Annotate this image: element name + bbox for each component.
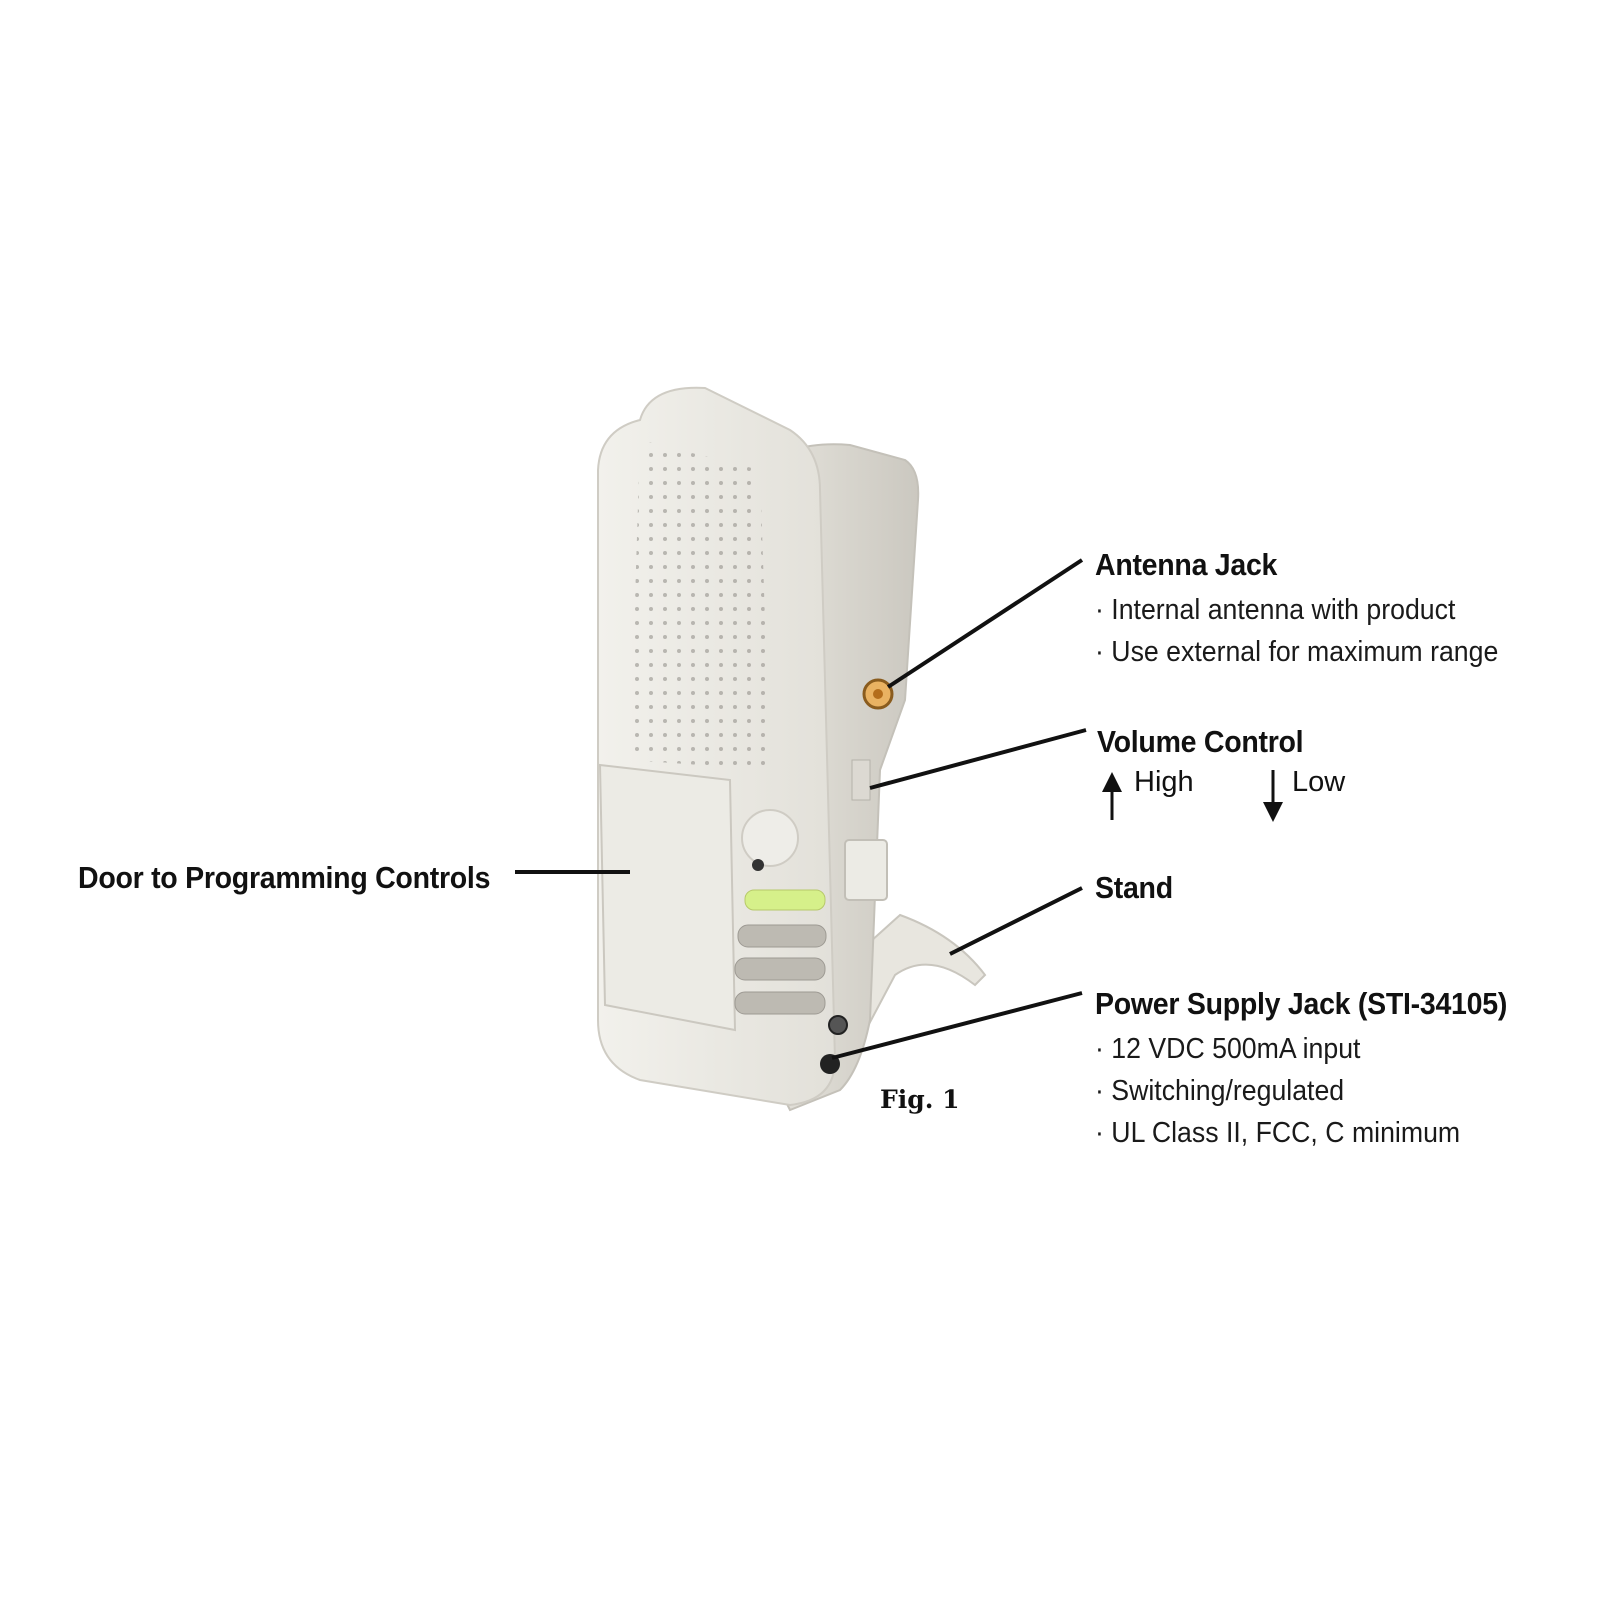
antenna-jack-title: Antenna Jack bbox=[1095, 547, 1278, 582]
power-bullet-1: · 12 VDC 500mA input bbox=[1095, 1033, 1361, 1065]
leader-volume bbox=[869, 728, 1087, 790]
vent-slot bbox=[734, 957, 826, 981]
callout-volume: Volume Control High Low bbox=[1097, 722, 1397, 812]
callout-stand: Stand bbox=[1095, 868, 1180, 908]
antenna-jack-center bbox=[873, 689, 883, 699]
leader-power bbox=[831, 991, 1083, 1060]
indicator-dot bbox=[752, 859, 764, 871]
round-button bbox=[741, 809, 799, 867]
speaker-grille bbox=[630, 440, 770, 770]
power-supply-title: Power Supply Jack (STI-34105) bbox=[1095, 986, 1508, 1021]
antenna-bullet-1: · Internal antenna with product bbox=[1095, 594, 1456, 626]
leader-stand bbox=[949, 886, 1083, 956]
door-title: Door to Programming Controls bbox=[78, 860, 491, 895]
down-arrow-icon bbox=[1263, 770, 1283, 822]
led-bar bbox=[744, 889, 826, 911]
volume-control-title: Volume Control bbox=[1097, 724, 1304, 759]
callout-power: Power Supply Jack (STI-34105) · 12 VDC 5… bbox=[1095, 984, 1543, 1154]
up-arrow-icon bbox=[1102, 772, 1122, 820]
vent-slot bbox=[734, 991, 826, 1015]
volume-direction-row: High Low bbox=[1097, 762, 1397, 812]
power-bullet-2: · Switching/regulated bbox=[1095, 1075, 1345, 1107]
stand-clip bbox=[844, 839, 888, 901]
figure-label: Fig. 1 bbox=[880, 1085, 960, 1114]
callout-antenna: Antenna Jack · Internal antenna with pro… bbox=[1095, 545, 1533, 673]
callout-door: Door to Programming Controls bbox=[78, 858, 526, 898]
vent-slot bbox=[737, 924, 827, 948]
programming-door bbox=[598, 763, 737, 1032]
stand-title: Stand bbox=[1095, 870, 1173, 905]
volume-low-label: Low bbox=[1292, 766, 1346, 798]
antenna-bullet-2: · Use external for maximum range bbox=[1095, 636, 1499, 668]
volume-high-label: High bbox=[1134, 766, 1194, 798]
power-bullet-3: · UL Class II, FCC, C minimum bbox=[1095, 1117, 1461, 1149]
leader-antenna bbox=[886, 558, 1084, 689]
power-jack-upper bbox=[828, 1015, 848, 1035]
volume-control bbox=[851, 759, 871, 801]
